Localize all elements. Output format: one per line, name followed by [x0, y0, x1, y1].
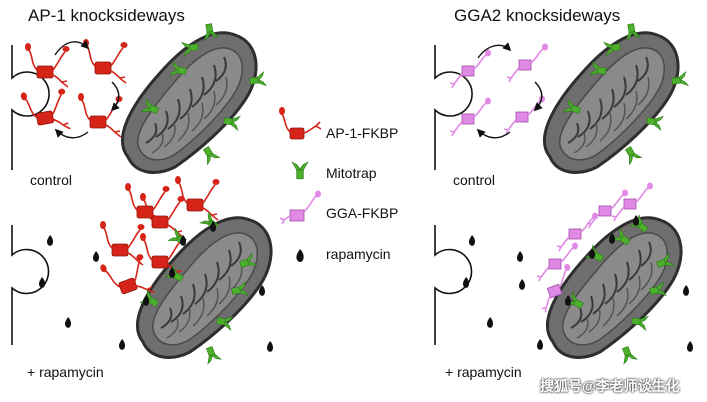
membrane-ap1-control	[11, 45, 50, 170]
gga-adaptors-control	[449, 42, 549, 137]
cycle-arrows-ap1	[54, 40, 120, 139]
label-control-gga: control	[453, 172, 496, 188]
legend-label-mitotrap: Mitotrap	[326, 165, 377, 181]
membrane-ap1-rapamycin	[11, 225, 50, 345]
legend-label-rapamycin: rapamycin	[326, 246, 391, 262]
label-control-ap1: control	[30, 172, 73, 188]
label-rapamycin-ap1: + rapamycin	[27, 364, 104, 380]
legend-label-gga-fkbp: GGA-FKBP	[326, 205, 399, 221]
title-gga2: GGA2 knocksideways	[454, 6, 621, 25]
membrane-gga-control	[434, 45, 473, 170]
membrane-gga-rapamycin	[434, 225, 473, 345]
watermark-text: 搜狐号@李老师谈生化	[540, 378, 680, 394]
legend-label-ap1-fkbp: AP-1-FKBP	[326, 125, 399, 141]
legend-icon-gga-fkbp	[279, 190, 321, 225]
legend-icon-mitotrap	[291, 161, 309, 180]
title-ap1: AP-1 knocksideways	[28, 6, 185, 25]
mitochondrion-gga-control	[542, 31, 680, 174]
ap1-adaptors-control	[19, 38, 129, 138]
cycle-arrows-gga	[476, 42, 543, 139]
mitochondrion-ap1-control	[120, 31, 258, 174]
label-rapamycin-gga: + rapamycin	[445, 364, 522, 380]
mitochondrion-ap1-rapamycin	[135, 216, 273, 359]
legend-icon-ap1-fkbp	[279, 107, 322, 140]
legend-icon-rapamycin	[296, 249, 304, 262]
